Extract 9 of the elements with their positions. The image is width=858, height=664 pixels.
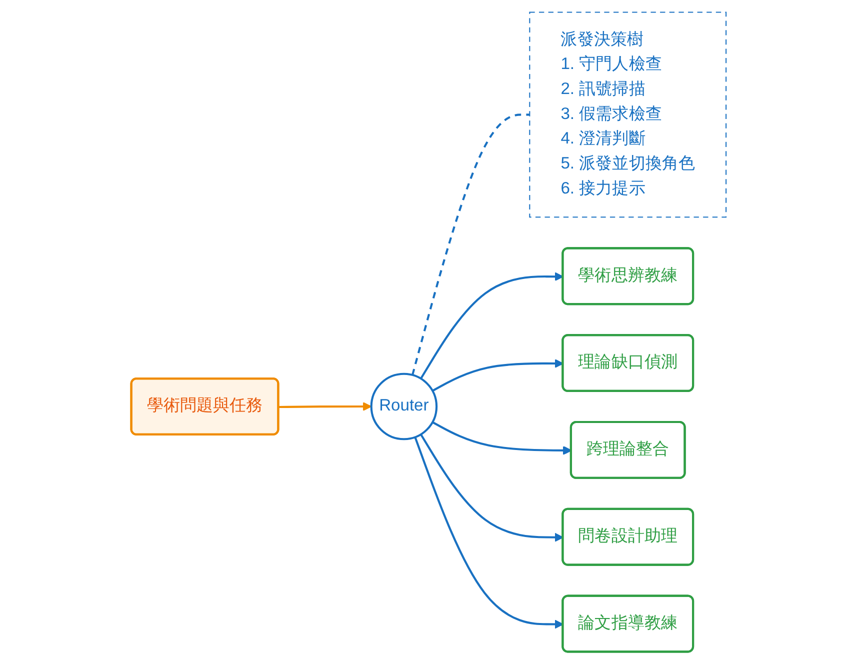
node-circle: Router: [370, 372, 438, 440]
arrow: [414, 436, 564, 629]
arrow: [432, 421, 572, 455]
connector: [412, 114, 530, 376]
node-box: 派發決策樹 1. 守門人檢查 2. 訊號掃描 3. 假需求檢查 4. 澄清判斷 5. 派發並切換角色 6. 接力提示: [529, 12, 727, 218]
arrow: [432, 358, 564, 392]
arrow: [420, 434, 564, 542]
arrow: [279, 402, 372, 412]
arrow: [420, 272, 564, 380]
